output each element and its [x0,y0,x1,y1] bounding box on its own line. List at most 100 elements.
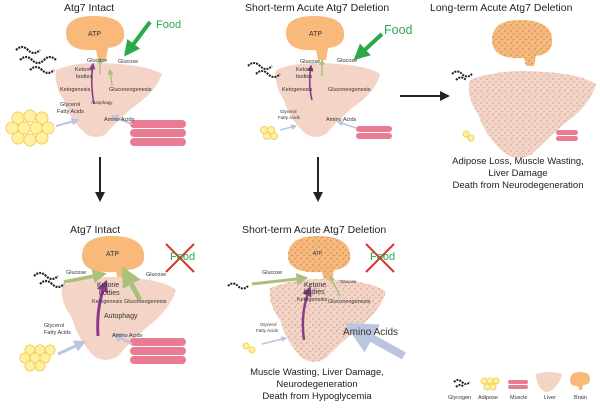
fatty-acids-label: Fatty Acids [256,328,279,333]
ketogenesis-arrow [96,279,108,337]
muscle-icon [508,380,528,389]
panel-3-caption: Adipose Loss, Muscle Wasting, Liver Dama… [436,156,600,192]
amino-acids-label: Amino Acids [104,117,135,123]
fatty-acids-label: Fatty Acids [278,115,301,120]
adipose-icon [5,109,55,147]
panel-5-title: Short-term Acute Atg7 Deletion [242,224,387,236]
brain-texture [288,236,351,280]
autophagy-label: Autophagy [104,313,138,320]
bodies-label: bodies [99,290,120,297]
liver-texture [469,71,596,158]
glycogen-icon [227,282,249,290]
glucose-label: Glucose [300,59,321,65]
panel-2-food-label: Food [384,23,413,37]
ketone-label: Ketone [75,67,93,73]
ketogenesis-label: Ketogenesis [92,299,123,305]
legend-label-muscle: Muscle [510,395,528,401]
panel-3-long-term-deletion [451,20,596,158]
brain-shape [286,16,345,60]
ketone-label: Ketone [296,67,314,73]
adipose-icon [19,344,56,372]
fatty-acid-arrow [55,117,80,127]
glucose-label: Glucose [118,59,139,65]
glycerol-label: Glycerol [280,109,297,114]
glycogen-icon [451,70,473,81]
panel-1-title: Atg7 Intact [64,2,115,14]
amino-acid-arrow [336,120,357,129]
caption-line: Adipose Loss, Muscle Wasting, [452,156,584,167]
liver-shape [275,62,380,137]
muscle-icon [130,338,186,364]
glucose-arrow [251,273,309,286]
autophagy-label: Autophagy [91,100,113,105]
legend-label-glycogen: Glycogen [448,395,472,401]
ketogenesis-arrow [89,62,96,105]
amino-acids-label: Amino Acids [326,117,357,123]
panel-5-short-term-deletion-fasting [227,236,406,362]
fatty-acids-label: Fatty Acids [57,109,84,115]
ketogenesis-label: Ketogenesis [297,297,328,303]
gluconeogenesis-label: Gluconeogenesis [328,299,371,305]
brain-shape [82,236,145,280]
panel-5-caption: Muscle Wasting, Liver Damage, Neurodegen… [222,367,412,403]
caption-line: Muscle Wasting, Liver Damage, [250,367,384,378]
atp-label: ATP [88,31,102,38]
legend-label-liver: Liver [544,395,556,401]
gluconeogenesis-arrow [329,274,341,297]
gluconeogenesis-arrow [107,68,114,87]
glycogen-icon [33,271,65,289]
glycogen-icon [15,45,57,75]
glycogen-icon [453,379,471,388]
bodies-label: bodies [76,74,93,80]
food-crossed-icon [165,243,195,273]
glycerol-label: Glycerol [44,323,65,329]
panel-5-food-label: Food [370,251,396,263]
ketogenesis-arrow [301,286,312,341]
fatty-acids-label: Fatty Acids [44,330,71,336]
caption-line: Death from Hypoglycemia [262,390,372,402]
amino-acids-label-large: Amino Acids [343,327,399,338]
panel-2-short-term-deletion [247,16,392,140]
brain-texture [492,20,553,66]
atp-label: ATP [106,251,120,258]
fatty-acid-arrow [57,340,87,356]
adipose-icon [462,130,475,142]
glycogen-glucose-arrow [63,269,107,284]
fatty-acid-arrow [279,124,298,131]
glucose-label: Glucose [87,58,108,64]
glycerol-label: Glycerol [60,102,81,108]
amino-acid-arrow [110,114,133,125]
food-arrow [124,20,152,57]
atp-label: ATP [309,31,323,38]
amino-acid-arrow [112,332,133,346]
adipose-icon [480,377,500,391]
liver-icon [536,372,562,392]
panel-4-food-label: Food [170,251,196,263]
ketone-label: Ketone [304,282,327,289]
liver-shape [61,277,176,360]
panel-4-title: Atg7 Intact [70,224,121,236]
amino-acids-label: Amino Acids [112,333,143,339]
gluconeogenesis-label: Gluconeogenesis [328,87,371,93]
amino-acid-arrow [344,322,406,360]
panel-1-atg7-intact [5,16,186,147]
liver-texture [269,279,386,362]
brain-icon [570,372,590,390]
legend-label-adipose: Adipose [478,395,498,401]
panel-2-title: Short-term Acute Atg7 Deletion [245,2,390,14]
caption-line: Death from Neurodegeneration [452,179,584,191]
ketogenesis-arrow [307,64,314,101]
adipose-icon [242,342,256,354]
legend-label-brain: Brain [574,395,587,401]
brain-shape [66,16,125,60]
atp-label: ATP [313,251,323,257]
adipose-icon [260,126,278,140]
liver-shape [55,62,162,137]
caption-line: Liver Damage [488,167,548,179]
glycerol-label: Glycerol [260,322,277,327]
legend [453,372,590,392]
panel-1-food-label: Food [156,19,182,31]
glucose-label: Glucose [66,270,87,276]
ketogenesis-label: Ketogenesis [60,87,91,93]
